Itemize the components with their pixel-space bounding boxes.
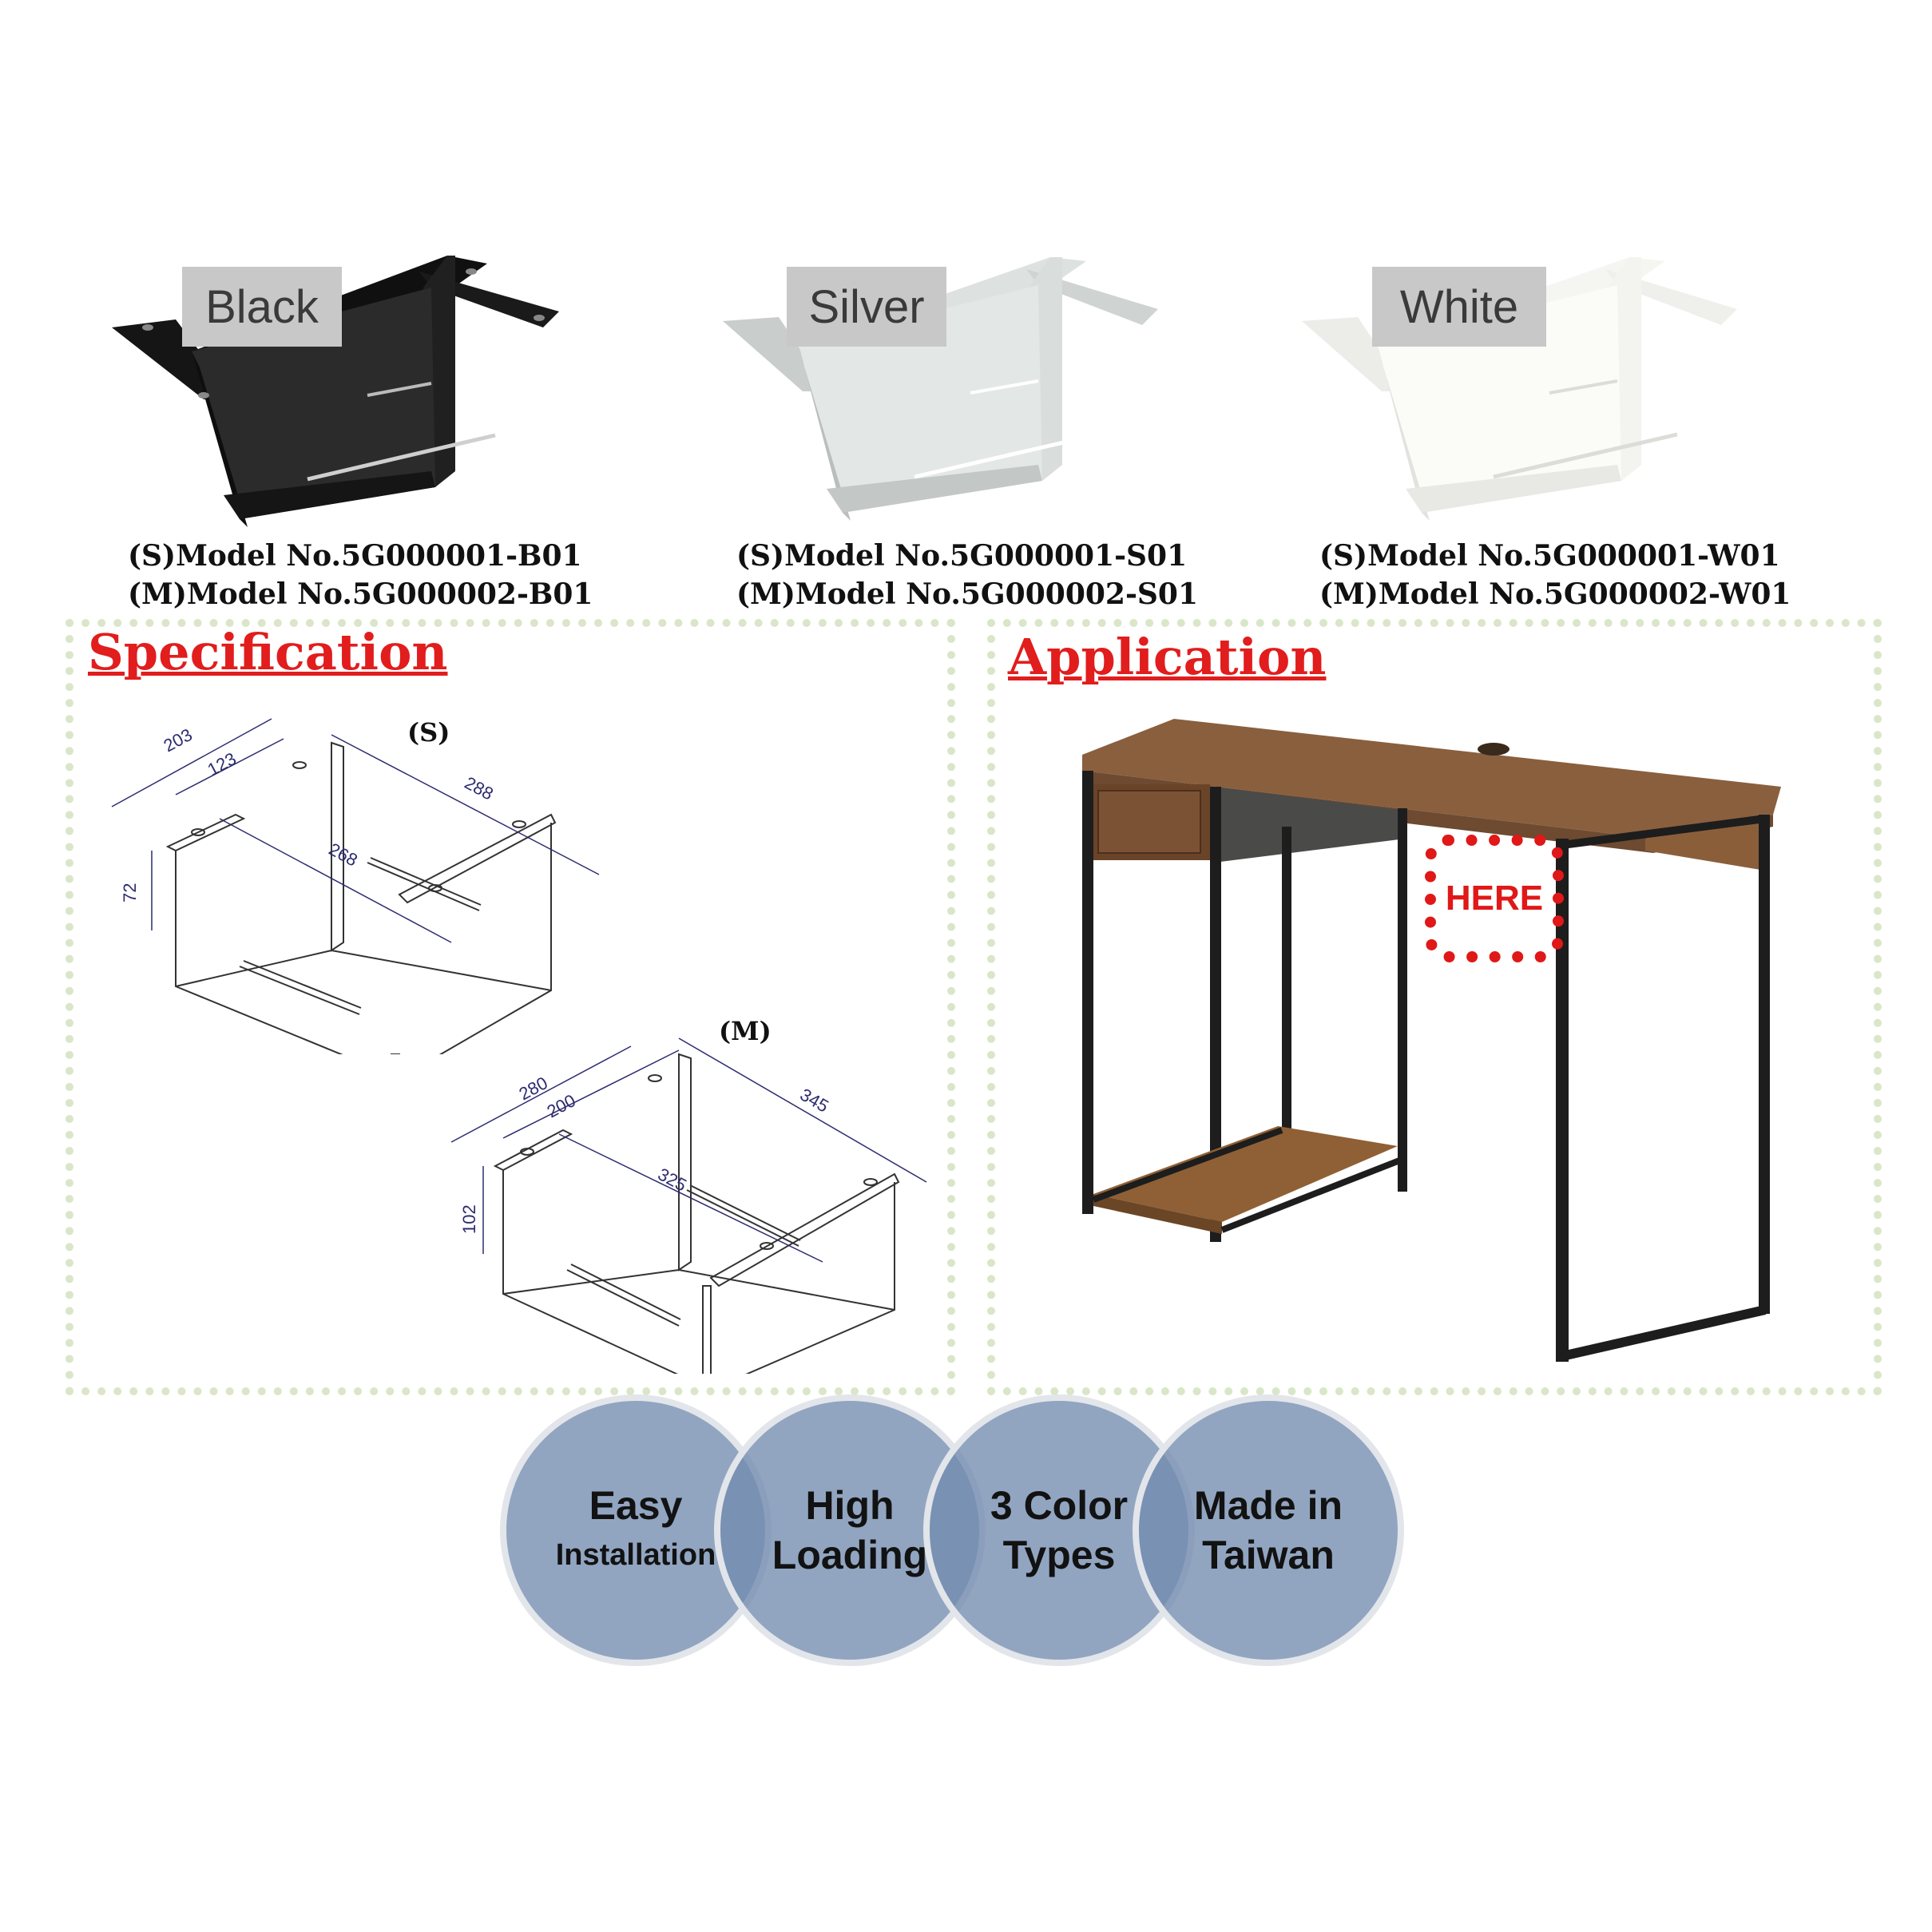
model-s-white: (S)Model No.5G000001-W01: [1319, 539, 1780, 573]
feature-1-line1: Easy: [589, 1483, 683, 1528]
specification-title: Specification: [88, 623, 448, 681]
medium-dim-3: 345: [797, 1085, 832, 1117]
small-dim-3: 288: [462, 772, 497, 803]
feature-4-line2: Taiwan: [1202, 1533, 1335, 1577]
small-dim-5: 72: [120, 883, 140, 903]
feature-4-line1: Made in: [1193, 1483, 1343, 1528]
feature-made-in-taiwan: Made in Taiwan: [1133, 1394, 1404, 1666]
feature-3-line1: 3 Color: [990, 1483, 1129, 1528]
model-s-silver: (S)Model No.5G000001-S01: [736, 539, 1188, 573]
model-m-white: (M)Model No.5G000002-W01: [1319, 577, 1791, 611]
medium-dim-1: 280: [516, 1073, 551, 1104]
small-size-label: (S): [407, 717, 450, 748]
medium-dim-2: 200: [544, 1090, 579, 1121]
model-numbers-black: (S)Model No.5G000001-B01 (M)Model No.5G0…: [128, 537, 593, 613]
model-numbers-white: (S)Model No.5G000001-W01 (M)Model No.5G0…: [1319, 537, 1791, 613]
application-title: Application: [1008, 628, 1327, 686]
small-dim-1: 203: [161, 724, 196, 756]
color-label-silver: Silver: [787, 267, 946, 347]
medium-dim-5: 102: [459, 1204, 479, 1234]
feature-1-line2: Installation: [555, 1538, 716, 1572]
here-marker: HERE: [1425, 835, 1564, 962]
model-s-black: (S)Model No.5G000001-B01: [128, 539, 582, 573]
medium-size-label: (M): [719, 1016, 772, 1046]
medium-dim-4: 325: [655, 1164, 690, 1195]
color-label-black: Black: [182, 267, 342, 347]
specification-panel: [65, 619, 955, 1395]
small-tray-drawing: 203 123 288 268 72 (S): [111, 717, 600, 1054]
model-m-silver: (M)Model No.5G000002-S01: [736, 577, 1199, 611]
model-m-black: (M)Model No.5G000002-B01: [128, 577, 593, 611]
feature-3-line2: Types: [1002, 1533, 1116, 1577]
medium-tray-drawing: 280 200 345 325 102 (M): [450, 1016, 927, 1374]
feature-2-line1: High: [805, 1483, 895, 1528]
model-numbers-silver: (S)Model No.5G000001-S01 (M)Model No.5G0…: [736, 537, 1198, 613]
desk-image: [1082, 719, 1781, 1362]
color-label-white: White: [1372, 267, 1546, 347]
application-panel: [987, 619, 1882, 1395]
feature-2-line2: Loading: [772, 1533, 928, 1577]
